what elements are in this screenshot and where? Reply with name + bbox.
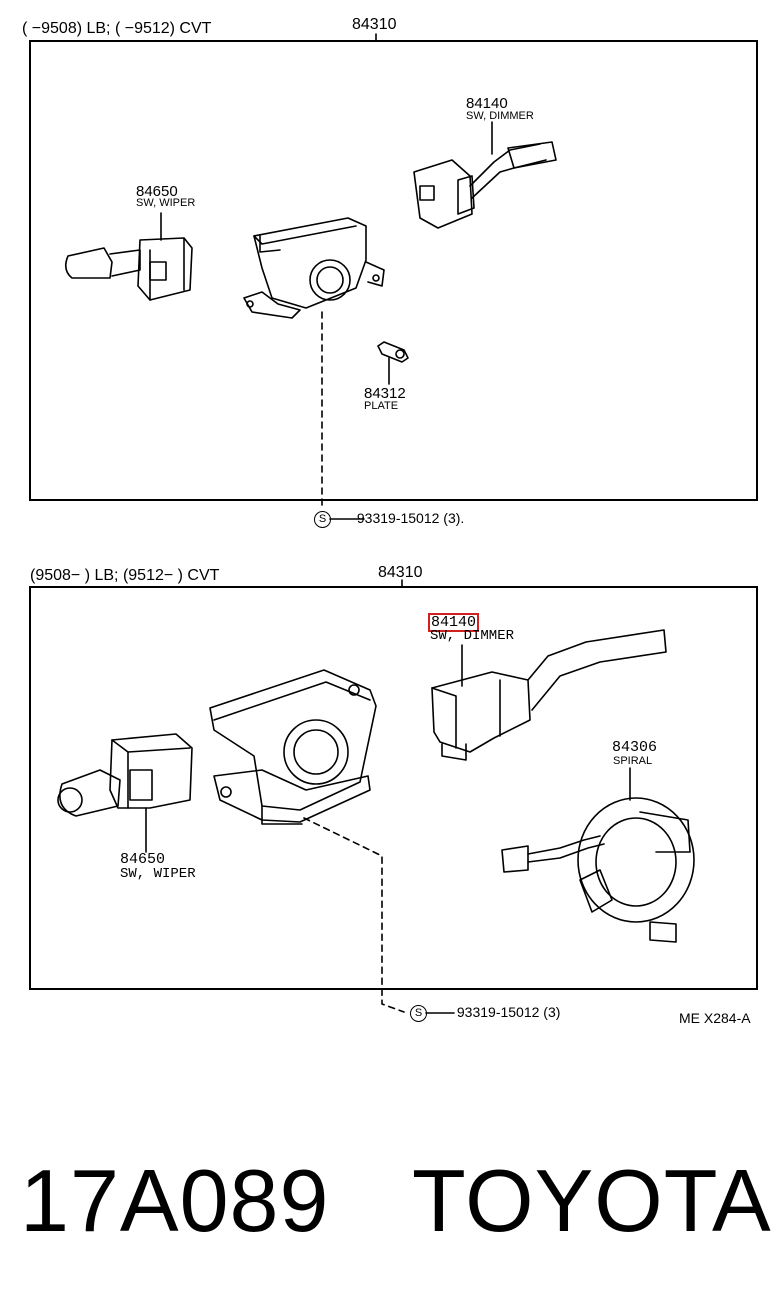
bottom-wiper-part-number: 84650 xyxy=(120,851,166,868)
top-plate-drawing xyxy=(377,341,409,385)
bottom-spiral-part-name: SPIRAL xyxy=(613,755,653,767)
bottom-switch-body-drawing xyxy=(209,669,377,825)
bottom-wiper-part-name: SW, WIPER xyxy=(120,866,196,882)
top-dimmer-part-name: SW, DIMMER xyxy=(466,110,534,122)
top-plate-part-name: PLATE xyxy=(364,400,399,412)
screw-symbol-icon: S xyxy=(410,1004,427,1022)
top-screw-part-text: 93319-15012 (3). xyxy=(356,510,465,526)
bottom-dimmer-part-name: SW, DIMMER xyxy=(430,628,515,644)
screw-symbol-icon: S xyxy=(314,510,331,528)
bottom-spiral-drawing xyxy=(501,767,695,943)
top-wiper-part-name: SW, WIPER xyxy=(136,197,196,209)
figure-code: ME X284-A xyxy=(679,1010,751,1026)
top-dimmer-switch-drawing xyxy=(413,121,557,229)
bottom-screw-dashed-leader xyxy=(303,817,405,1013)
bottom-wiper-switch-drawing xyxy=(57,733,193,853)
top-switch-body-drawing xyxy=(243,217,385,319)
top-screw-callout: S 93319-15012 (3). xyxy=(314,510,464,528)
bottom-spiral-part-number: 84306 xyxy=(612,739,658,756)
bottom-diagram-frame xyxy=(29,586,758,990)
bottom-screw-callout: S 93319-15012 (3) xyxy=(410,1004,560,1022)
bottom-dimmer-switch-drawing xyxy=(431,629,667,761)
top-wiper-switch-drawing xyxy=(64,212,193,301)
top-header-assy-number: 84310 xyxy=(352,16,397,33)
bottom-screw-part-text: 93319-15012 (3) xyxy=(456,1004,561,1020)
part-code-label: 17A089 xyxy=(20,1151,330,1250)
bottom-header-assy-number: 84310 xyxy=(378,564,423,581)
bottom-header-applicability: (9508− ) LB; (9512− ) CVT xyxy=(30,567,220,584)
top-plate-part-number: 84312 xyxy=(364,385,406,402)
top-header-applicability: ( −9508) LB; ( −9512) CVT xyxy=(22,20,212,37)
top-wiper-part-number: 84650 xyxy=(136,183,178,200)
brand-label: TOYOTA xyxy=(412,1151,772,1250)
top-dimmer-part-number: 84140 xyxy=(466,95,508,112)
bottom-dimmer-part-number-highlighted[interactable]: 84140 xyxy=(428,613,480,632)
top-diagram-frame xyxy=(29,40,758,501)
